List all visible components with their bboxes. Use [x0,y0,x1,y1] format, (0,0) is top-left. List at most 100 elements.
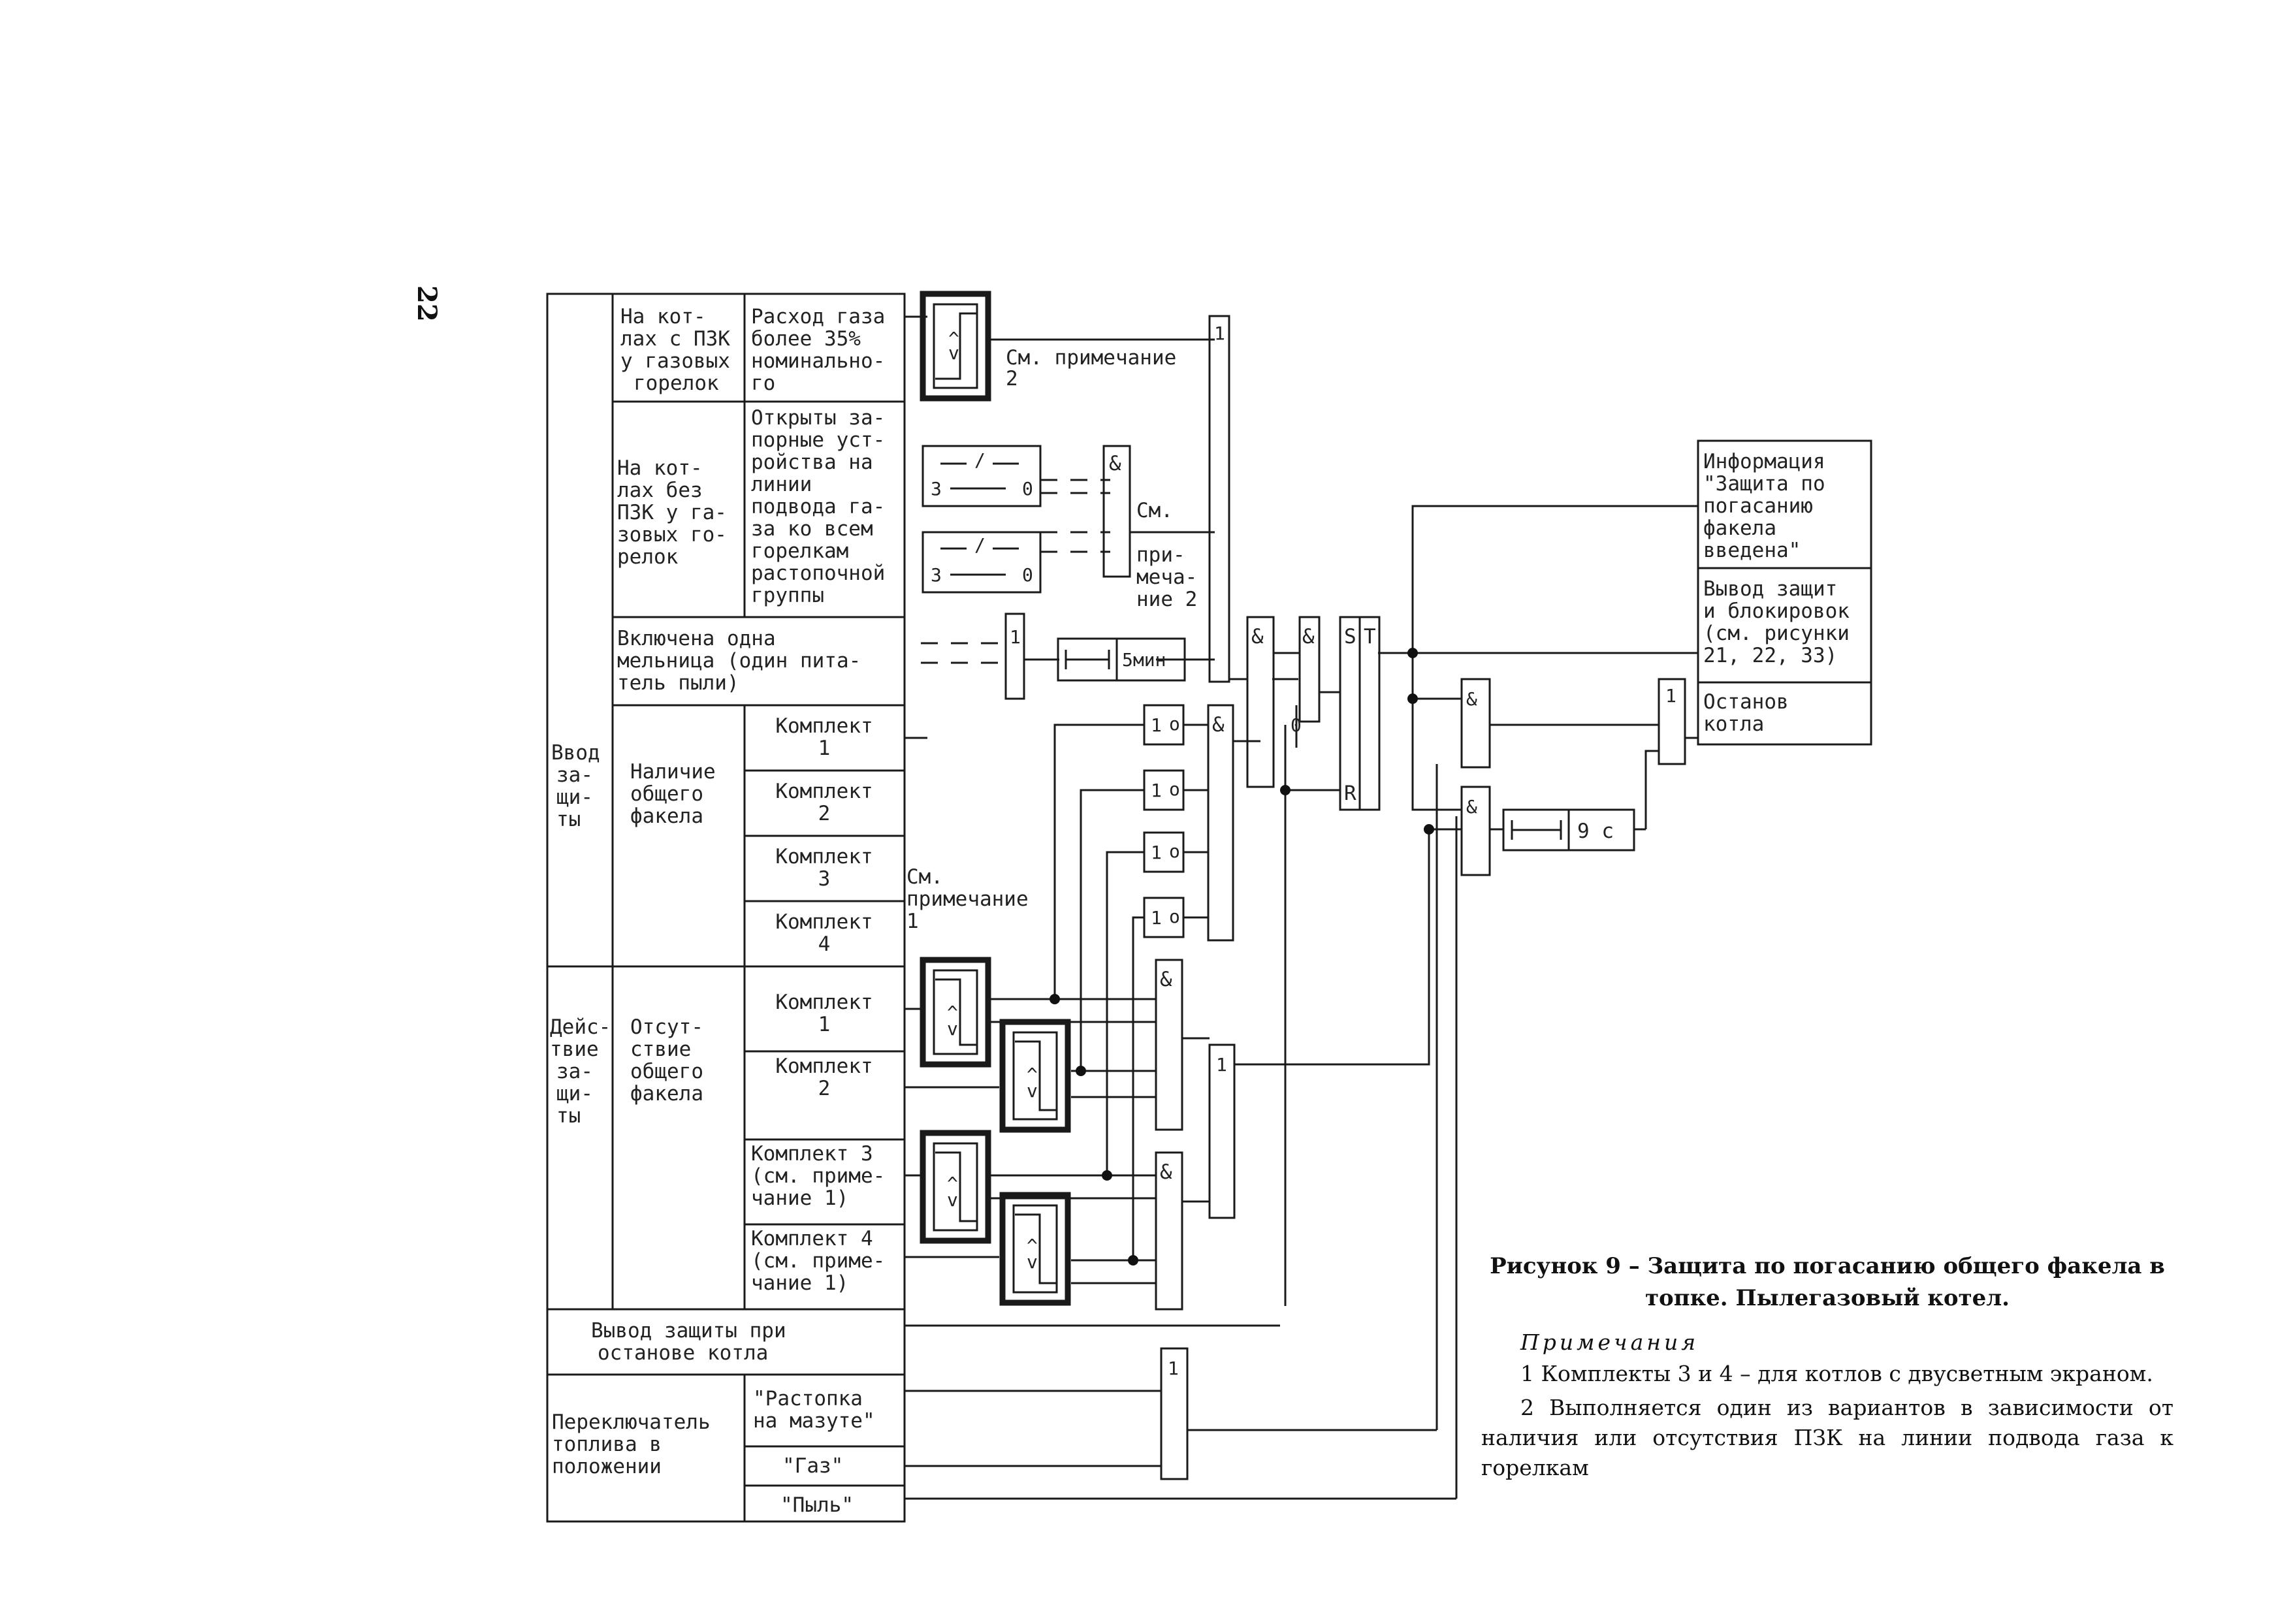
and-gate-lower-1: & [1155,959,1183,1131]
label-pzk-no: На кот- лах без ПЗК у га- зовых го- рело… [617,456,739,569]
svg-text:&: & [1302,625,1315,648]
svg-text:0: 0 [1022,478,1033,500]
svg-text:^: ^ [947,1002,958,1023]
junction-dots [1050,648,1434,1266]
svg-text:v: v [947,1189,958,1211]
inverse-marker: 0 [1291,714,1302,736]
label-flame-absent: Отсут- ствие общего факела [630,1015,716,1106]
svg-text:&: & [1212,713,1225,737]
sensor-v-glyph: v [948,342,959,364]
svg-text:v: v [1027,1080,1038,1102]
note-2: 2 Выполняется один из вариантов в зависи… [1481,1394,2173,1481]
and-gate-flame-present: & [1207,704,1234,942]
note-ref-2b: См. при- меча- ние 2 [1136,499,1210,611]
and-gate-main-1: & [1246,616,1275,788]
notes-heading: Примечания [1520,1329,1699,1355]
svg-text:R: R [1344,782,1356,805]
label-pzk-yes: На кот- лах с ПЗК у газовых горелок [620,305,743,395]
not-block-1: 1 o [1143,704,1185,746]
output-info: Информация "Защита по погасанию факела в… [1703,450,1837,562]
svg-text:1: 1 [1010,626,1021,648]
flame-sensor-1: ^ v [920,957,991,1068]
and-gate-main-2: & [1298,616,1321,723]
or-gate-mill: 1 [1004,613,1025,700]
valve-switch-2: / 3 0 [922,531,1042,594]
label-fuel-switch: Переключатель топлива в положении [552,1410,722,1478]
flame-sensor-2: ^ v [999,1019,1071,1133]
or-gate-main-top: 1 [1208,315,1230,683]
note-ref-2a: См. примечание 2 [1006,346,1189,390]
figure-caption: Рисунок 9 – Защита по погасанию общего ф… [1481,1250,2173,1487]
output-boiler-stop: Останов котла [1703,690,1801,736]
output-withdraw-blocks: Вывод защит и блокировок (см. рисунки 21… [1703,577,1862,667]
svg-text:v: v [1027,1251,1038,1273]
label-vvod-zashity: Ввод за- щи- ты [551,741,612,831]
not-block-4: 1 o [1143,897,1185,938]
gas-flow-sensor: v ^ [920,291,991,402]
label-valves-open: Открыты за- порные уст- ройства на линии… [751,406,897,607]
svg-text:&: & [1466,796,1477,818]
label-withdraw-on-stop: Вывод защиты при останове котла [591,1319,798,1365]
label-switch-mazut: "Растопка на мазуте" [753,1387,875,1433]
svg-text:&: & [1251,625,1264,648]
and-gate-valves: & [1102,445,1131,578]
svg-text:o: o [1169,713,1180,735]
note-ref-1: См. примечание 1 [906,865,1040,933]
or-gate-fuel: 1 [1160,1347,1189,1480]
switch-slash-glyph: / [974,534,986,556]
svg-text:o: o [1169,778,1180,800]
delay-5min-text: 5мин [1122,649,1166,671]
delay-5min: 5мин [1057,637,1186,682]
svg-text:&: & [1160,1160,1172,1184]
output-table [1697,439,1872,746]
not-block-3: 1 o [1143,831,1185,873]
komplekt-lower-4: Комплект 4(см. приме-чание 1) [751,1227,885,1295]
switch-slash-glyph: / [974,449,986,471]
svg-text:1: 1 [1151,842,1162,863]
label-switch-gas: "Газ" [782,1454,843,1478]
srt-trigger: S T R [1339,616,1381,811]
svg-text:o: o [1169,906,1180,927]
label-deystvie-zashity: Дейс- твие за- щи- ты [550,1015,623,1128]
svg-text:^: ^ [947,1173,958,1194]
svg-text:0: 0 [1022,564,1033,586]
valve-switch-1: / 3 0 [922,445,1042,507]
svg-text:3: 3 [931,564,942,586]
not-block-2: 1 o [1143,769,1185,811]
svg-text:^: ^ [1027,1064,1038,1085]
svg-text:&: & [1109,452,1121,475]
input-table [546,293,906,1523]
svg-text:&: & [1466,688,1477,710]
svg-text:1: 1 [1151,907,1162,929]
svg-text:1: 1 [1216,1054,1227,1075]
note-1: 1 Комплекты 3 и 4 – для котлов с двусвет… [1520,1360,2153,1386]
label-flame-present: Наличие общего факела [630,760,728,828]
svg-text:v: v [947,1018,958,1040]
svg-text:1: 1 [1168,1358,1179,1379]
flame-sensor-3: ^ v [920,1130,991,1244]
label-gas-flow: Расход газа более 35% номинально- го [751,305,897,395]
or-gate-stop: 1 [1658,678,1686,765]
caption-title: Рисунок 9 – Защита по погасанию общего ф… [1490,1253,2165,1312]
svg-text:T: T [1364,625,1376,648]
and-gate-out-2: & [1460,786,1491,876]
flame-sensor-4: ^ v [999,1192,1071,1306]
svg-text:o: o [1169,840,1180,862]
svg-text:S: S [1344,625,1356,648]
label-mill-on: Включена одна мельница (один пита- тель … [617,627,873,695]
and-gate-out-1: & [1460,678,1491,769]
delay-9s: 9 с [1502,808,1635,852]
delay-9s-text: 9 с [1577,820,1614,843]
komplekt-lower-3: Комплект 3(см. приме-чание 1) [751,1142,885,1210]
svg-text:3: 3 [931,478,942,500]
svg-text:1: 1 [1665,685,1676,707]
